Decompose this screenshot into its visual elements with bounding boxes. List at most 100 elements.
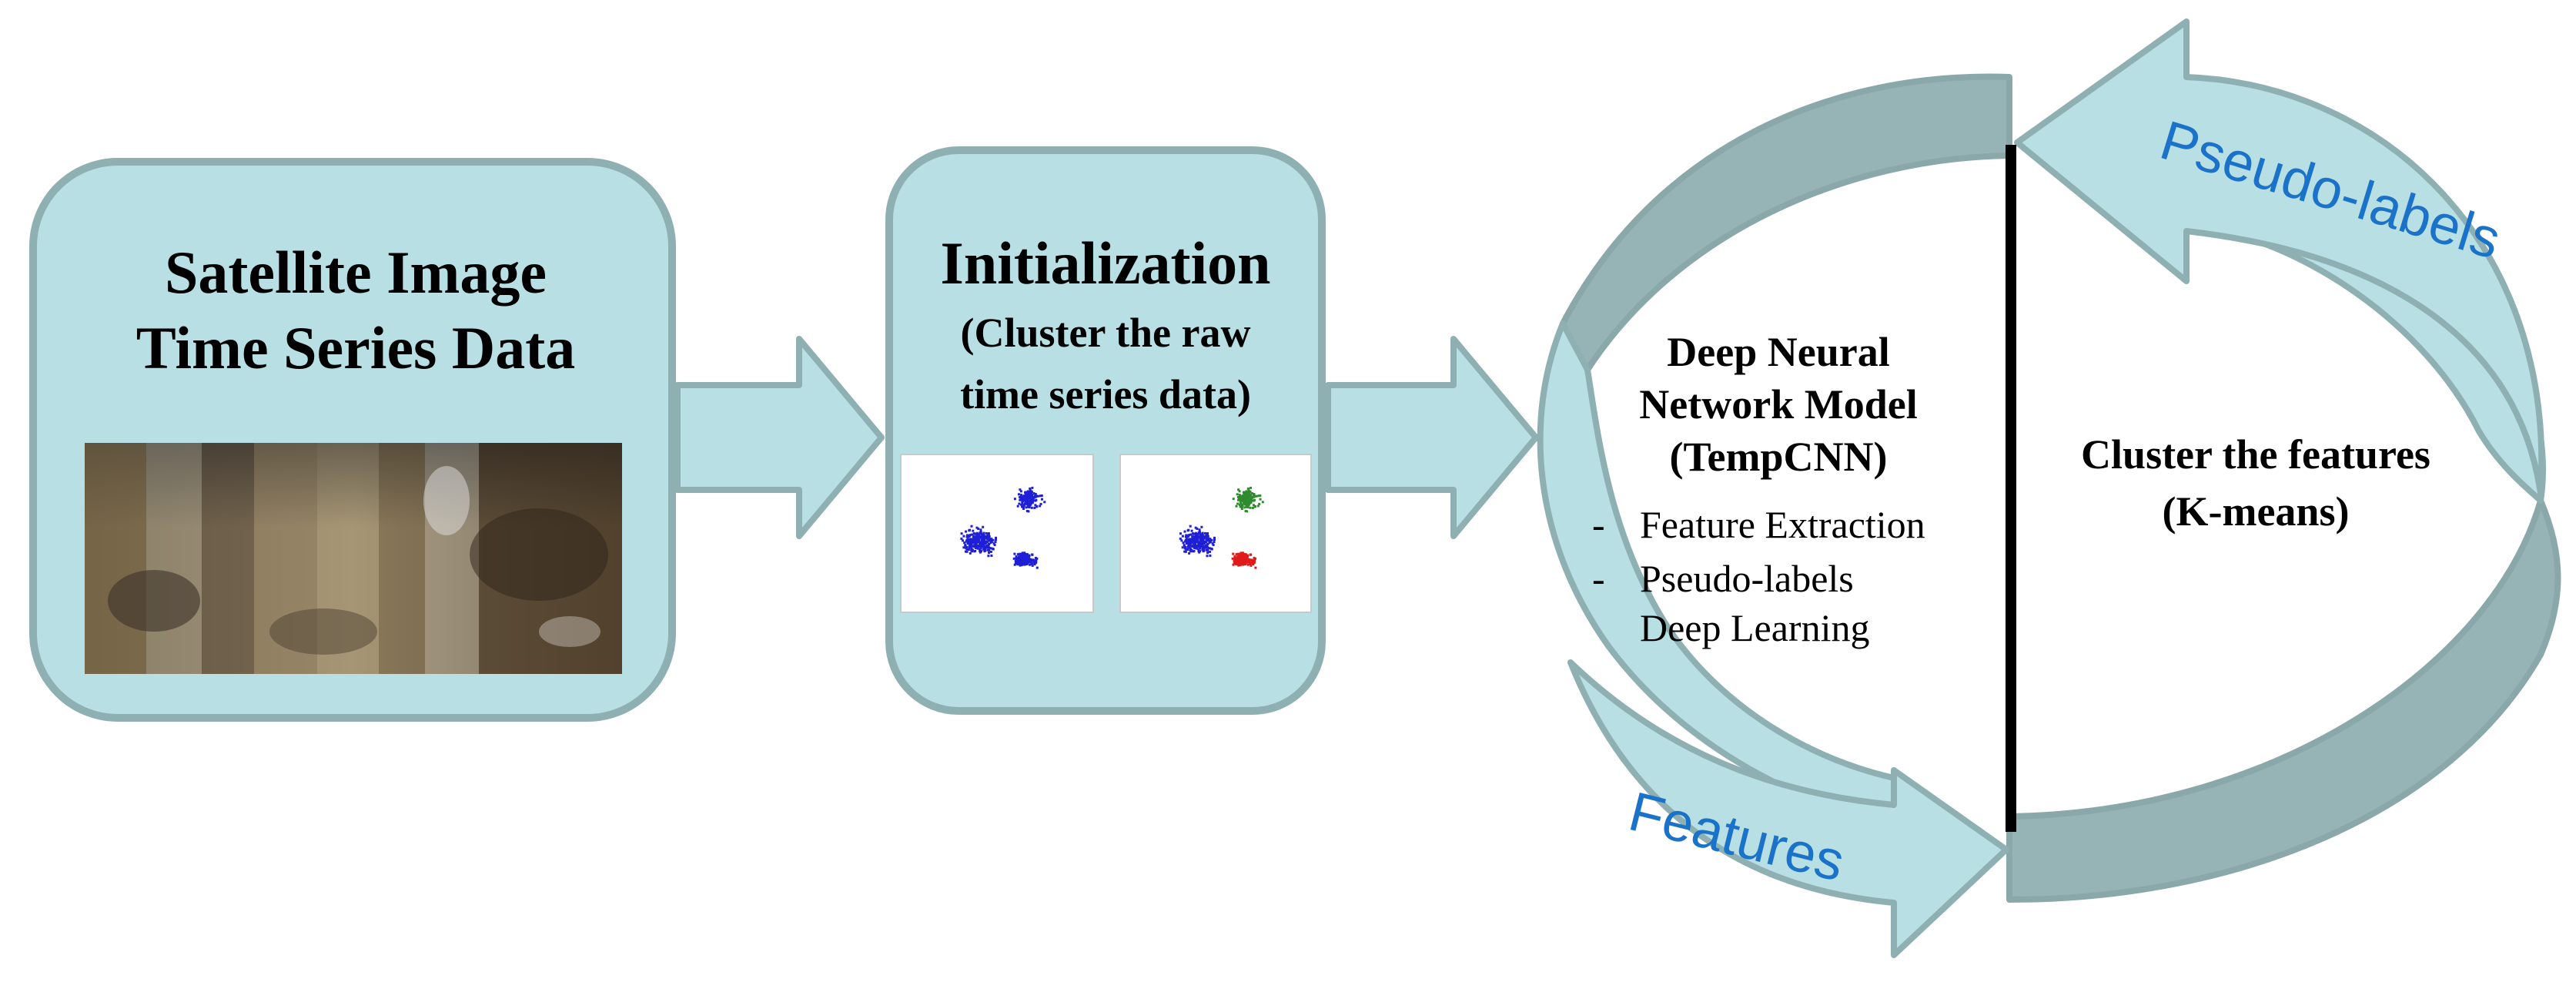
scatter-point: [1240, 505, 1243, 508]
scatter-point: [1208, 547, 1211, 550]
scatter-point: [1206, 551, 1209, 555]
scatter-point: [1243, 497, 1246, 500]
scatter-point: [1195, 531, 1197, 535]
scatter-point: [1189, 533, 1193, 536]
scatter-point: [1249, 494, 1252, 497]
scatter-point: [1019, 490, 1022, 493]
scatter-point: [1020, 562, 1023, 565]
scatter-point: [960, 532, 963, 535]
scatter-point: [1253, 504, 1255, 507]
scatter-point: [977, 539, 980, 541]
scatter-point: [1252, 563, 1255, 566]
scatter-point: [968, 535, 971, 538]
scatter-point: [1029, 492, 1032, 495]
scatter-point: [1246, 497, 1250, 500]
scatter-point: [972, 538, 975, 541]
scatter-point: [984, 545, 987, 548]
scatter-point: [995, 538, 997, 541]
scatter-point: [962, 539, 965, 542]
scatter-point: [1032, 498, 1035, 501]
scatter-point: [1213, 541, 1216, 544]
initialization-title: Initialization: [940, 230, 1270, 297]
scatter-point: [1251, 496, 1254, 499]
clustered-scatter-plot: [1119, 454, 1312, 613]
scatter-point: [990, 538, 993, 541]
scatter-point: [982, 546, 985, 549]
scatter-point: [1191, 538, 1193, 541]
scatter-point: [1031, 486, 1034, 489]
scatter-point: [1013, 498, 1016, 501]
scatter-point: [1245, 498, 1248, 501]
scatter-point: [1206, 534, 1209, 537]
scatter-point: [1014, 562, 1017, 565]
scatter-point: [992, 548, 995, 551]
scatter-point: [989, 550, 992, 553]
scatter-point: [1206, 548, 1209, 551]
scatter-point: [1024, 501, 1027, 504]
scatter-point: [1183, 550, 1186, 553]
dnn-bullet2-line2: Deep Learning: [1640, 606, 1869, 649]
scatter-point: [1240, 508, 1243, 510]
arrow-to-initialization: [674, 336, 885, 539]
scatter-point: [972, 539, 975, 542]
scatter-point: [1259, 494, 1262, 497]
scatter-point: [1021, 501, 1024, 505]
scatter-point: [967, 542, 970, 545]
scatter-point: [1189, 543, 1192, 546]
scatter-point: [988, 535, 991, 538]
scatter-point: [1016, 505, 1019, 508]
scatter-point: [984, 542, 987, 545]
scatter-point: [977, 528, 980, 530]
scatter-point: [1193, 536, 1196, 539]
dnn-title-line1: Deep Neural: [1667, 329, 1889, 375]
scatter-point: [1247, 489, 1250, 492]
scatter-point: [1019, 563, 1021, 565]
scatter-point: [1261, 501, 1264, 504]
scatter-point: [1023, 498, 1025, 501]
scatter-point: [1183, 545, 1186, 548]
scatter-point: [1202, 550, 1205, 553]
scatter-point: [986, 537, 989, 540]
scatter-point: [1192, 545, 1195, 548]
scatter-point: [1181, 546, 1184, 549]
scatter-point: [1193, 539, 1196, 542]
scatter-point: [1246, 493, 1249, 496]
scatter-point: [985, 541, 988, 544]
scatter-point: [1029, 489, 1032, 492]
scatter-point: [1200, 525, 1203, 528]
scatter-point: [1024, 556, 1026, 559]
scatter-point: [1198, 531, 1201, 535]
scatter-point: [1191, 541, 1194, 543]
scatter-point: [1246, 506, 1250, 509]
scatter-point: [1194, 542, 1197, 545]
scatter-point: [1034, 499, 1037, 502]
scatter-point: [1016, 561, 1019, 563]
scatter-point: [1196, 533, 1199, 536]
scatter-point: [965, 535, 969, 538]
scatter-point: [1179, 532, 1182, 535]
scatter-point: [986, 541, 989, 544]
scatter-point: [1022, 561, 1025, 564]
scatter-point: [1243, 554, 1245, 557]
scatter-point: [990, 541, 993, 543]
scatter-point: [966, 534, 969, 537]
scatter-point: [979, 528, 982, 531]
scatter-point: [1253, 560, 1256, 563]
scatter-point: [1190, 545, 1193, 548]
scatter-point: [976, 535, 979, 538]
scatter-point: [987, 534, 990, 537]
scatter-point: [1023, 496, 1026, 499]
scatter-point: [1190, 548, 1193, 551]
scatter-point: [1199, 545, 1202, 548]
scatter-point: [976, 533, 979, 536]
scatter-point: [1239, 558, 1243, 562]
scatter-point: [1024, 562, 1027, 565]
scatter-point: [1184, 539, 1187, 542]
scatter-point: [1239, 498, 1242, 501]
scatter-point: [1035, 562, 1038, 565]
scatter-point: [1018, 561, 1021, 564]
scatter-point: [974, 549, 977, 552]
scatter-point: [1235, 557, 1238, 560]
scatter-point: [1037, 494, 1040, 498]
scatter-point: [1240, 556, 1243, 559]
